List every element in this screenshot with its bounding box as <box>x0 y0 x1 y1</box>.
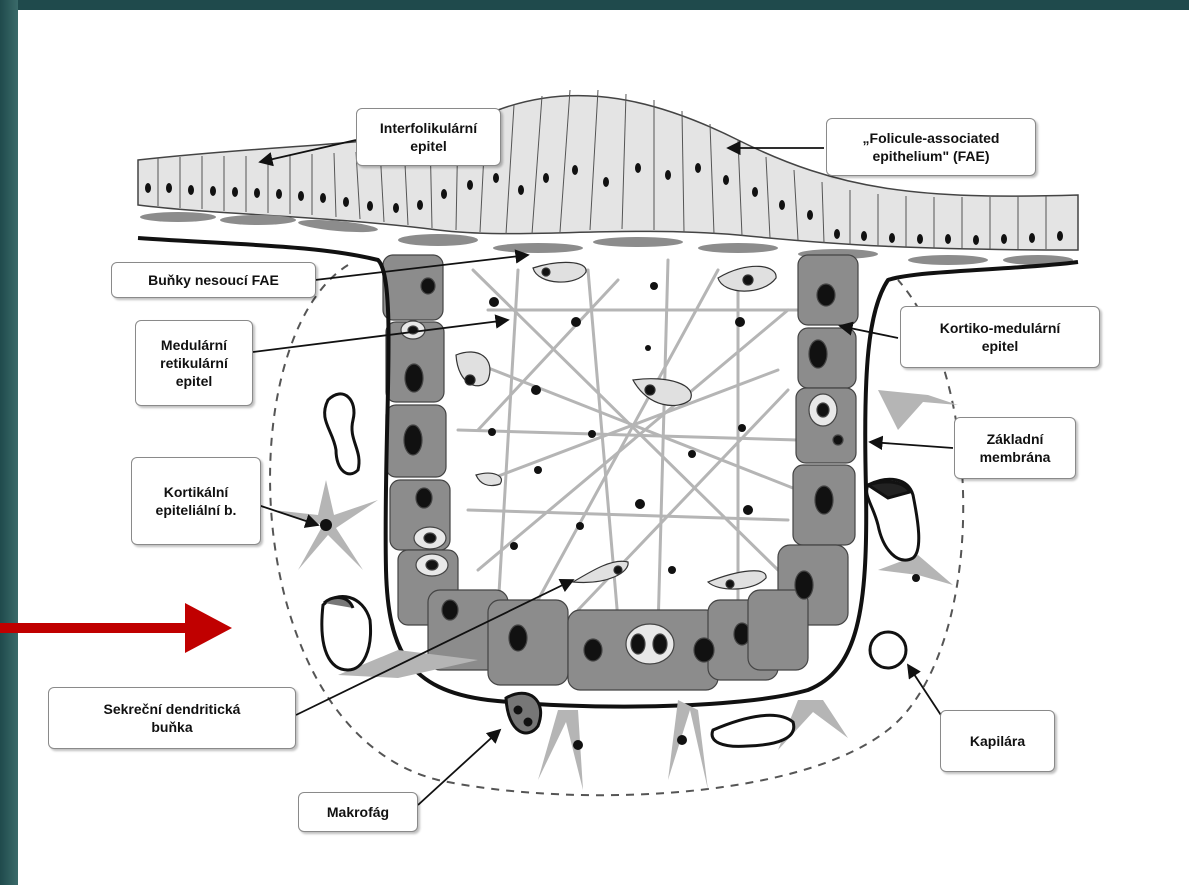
label-medullary-reticular-epithelium: Medulární retikulární epitel <box>135 320 253 406</box>
label-cortico-medullary-epithelium: Kortiko-medulární epitel <box>900 306 1100 368</box>
label-cortical-epithelial-cell: Kortikální epiteliální b. <box>131 457 261 545</box>
slide-canvas: Interfolikulární epitel „Folicule-associ… <box>18 10 1189 885</box>
follicle-outline <box>270 265 963 795</box>
red-pointer-arrow <box>0 595 240 665</box>
label-capillary: Kapilára <box>940 710 1055 772</box>
label-basement-membrane: Základní membrána <box>954 417 1076 479</box>
slide-frame-left <box>0 0 18 885</box>
cortico-medullary-bottom <box>488 600 778 690</box>
label-macrophage: Makrofág <box>298 792 418 832</box>
slide-frame-top <box>0 0 1189 10</box>
cortico-medullary-right <box>748 255 858 670</box>
epithelium-layer <box>138 90 1078 265</box>
label-bunky-nesouci-fae: Buňky nesoucí FAE <box>111 262 316 298</box>
label-interfolicular-epithelium: Interfolikulární epitel <box>356 108 501 166</box>
label-fae: „Folicule-associated epithelium" (FAE) <box>826 118 1036 176</box>
label-secretory-dendritic-cell: Sekreční dendritická buňka <box>48 687 296 749</box>
